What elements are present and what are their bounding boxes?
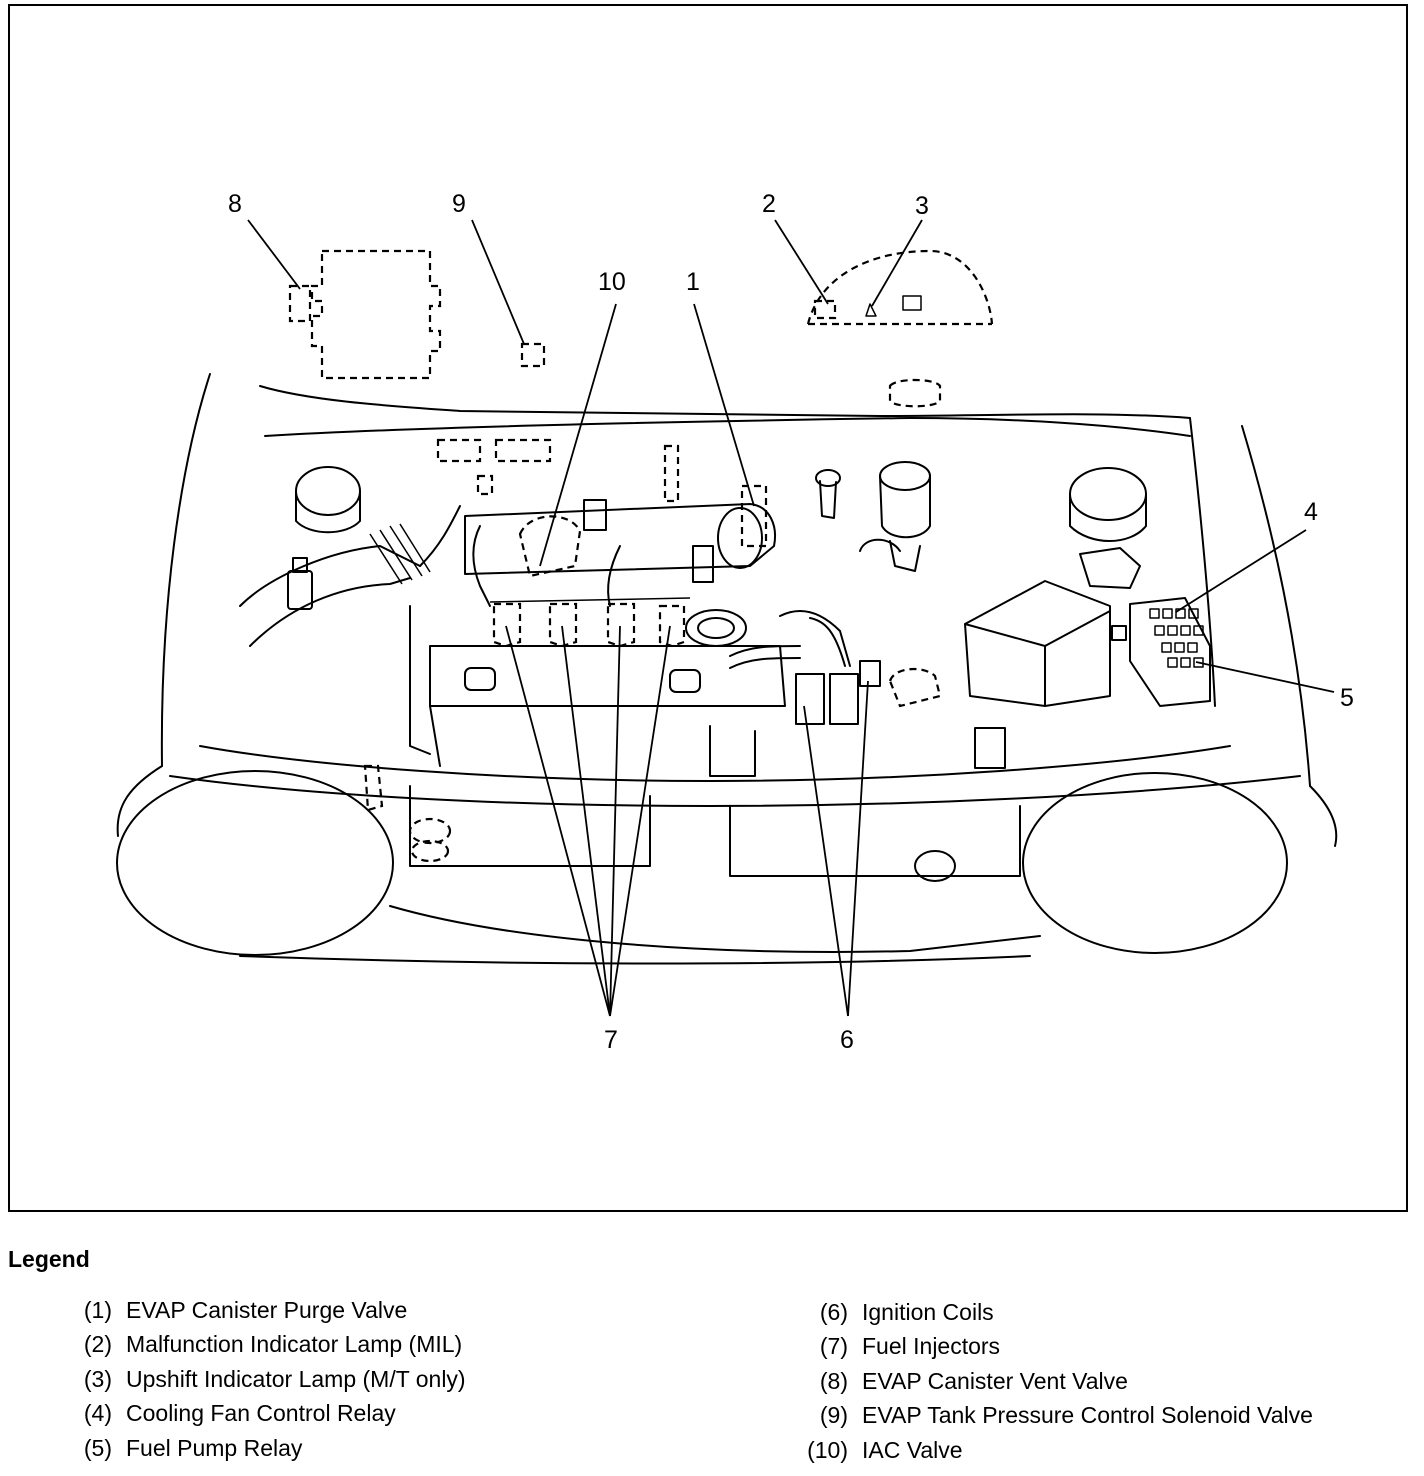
right-module — [1079, 547, 1141, 589]
right-headlamp — [1022, 772, 1288, 954]
right-strut-tower — [1069, 467, 1147, 542]
legend-label: Malfunction Indicator Lamp (MIL) — [126, 1331, 463, 1357]
engine-bay-drawing: 8 9 10 1 2 3 4 5 7 6 — [116, 190, 1354, 1054]
relay-box — [1129, 597, 1211, 707]
legend-number: (4) — [83, 1400, 112, 1426]
callout-6: 6 — [840, 1026, 854, 1054]
callout-10: 10 — [598, 268, 626, 296]
callout-5: 5 — [1340, 684, 1354, 712]
legend-label: EVAP Canister Purge Valve — [126, 1297, 408, 1323]
car-body-outline — [116, 373, 1338, 965]
air-intake-duct — [239, 505, 461, 647]
legend-label: EVAP Tank Pressure Control Solenoid Valv… — [862, 1402, 1313, 1428]
relay-grid — [1149, 608, 1204, 668]
legend-label: Ignition Coils — [862, 1299, 994, 1325]
cylinder-head — [409, 605, 786, 767]
legend-item: (8) EVAP Canister Vent Valve — [820, 1367, 1128, 1395]
legend-title: Legend — [8, 1246, 90, 1272]
evap-canister-vent-valve-outline — [288, 249, 442, 380]
legend-item: (5) Fuel Pump Relay — [84, 1434, 303, 1462]
legend-number: (7) — [819, 1333, 848, 1359]
legend-item: (3) Upshift Indicator Lamp (M/T only) — [84, 1365, 466, 1393]
legend-item: (9) EVAP Tank Pressure Control Solenoid … — [820, 1401, 1313, 1429]
legend-label: Fuel Pump Relay — [126, 1435, 303, 1461]
fuel-injector-outlines — [489, 597, 691, 648]
iac-valve-outline — [518, 515, 582, 578]
legend-item: (2) Malfunction Indicator Lamp (MIL) — [84, 1330, 463, 1358]
legend-label: Cooling Fan Control Relay — [126, 1400, 396, 1426]
legend-number: (5) — [83, 1435, 112, 1461]
left-front-connector — [363, 764, 452, 863]
legend-number: (2) — [83, 1331, 112, 1357]
intake-manifold — [464, 499, 776, 607]
legend-item: (1) EVAP Canister Purge Valve — [84, 1296, 408, 1324]
legend-label: Upshift Indicator Lamp (M/T only) — [126, 1366, 466, 1392]
evap-tank-pressure-solenoid-outline — [520, 342, 546, 368]
callout-3: 3 — [915, 192, 929, 220]
ignition-coil-assembly — [729, 610, 881, 725]
legend-number: (9) — [819, 1402, 848, 1428]
legend-item: (10) IAC Valve — [807, 1436, 963, 1464]
brake-reservoir — [859, 461, 931, 572]
legend-item: (6) Ignition Coils — [820, 1298, 994, 1326]
callout-7: 7 — [604, 1026, 618, 1054]
legend-number: (1) — [83, 1297, 112, 1323]
leader-lines — [247, 219, 1335, 1017]
battery — [964, 580, 1127, 707]
callout-9: 9 — [452, 190, 466, 218]
legend-number: (8) — [819, 1368, 848, 1394]
legend-number: (10) — [807, 1437, 848, 1463]
legend-item: (4) Cooling Fan Control Relay — [84, 1399, 396, 1427]
left-headlamp — [116, 770, 394, 956]
callout-1: 1 — [686, 268, 700, 296]
air-box-connector — [287, 557, 313, 610]
legend-label: EVAP Canister Vent Valve — [862, 1368, 1128, 1394]
diagram-frame: 8 9 10 1 2 3 4 5 7 6 — [8, 4, 1408, 1212]
callout-8: 8 — [228, 190, 242, 218]
left-strut-tower — [295, 466, 361, 534]
callout-4: 4 — [1304, 498, 1318, 526]
legend-label: IAC Valve — [862, 1437, 963, 1463]
legend-item: (7) Fuel Injectors — [820, 1332, 1001, 1360]
firewall-dashed-connectors — [436, 378, 942, 548]
dashed-component-right — [888, 668, 942, 708]
small-cap — [815, 469, 841, 519]
radiator-support — [409, 725, 1021, 882]
callout-2: 2 — [762, 190, 776, 218]
legend-number: (3) — [83, 1366, 112, 1392]
instrument-cluster-outline — [806, 249, 994, 326]
legend-label: Fuel Injectors — [862, 1333, 1001, 1359]
legend-number: (6) — [819, 1299, 848, 1325]
